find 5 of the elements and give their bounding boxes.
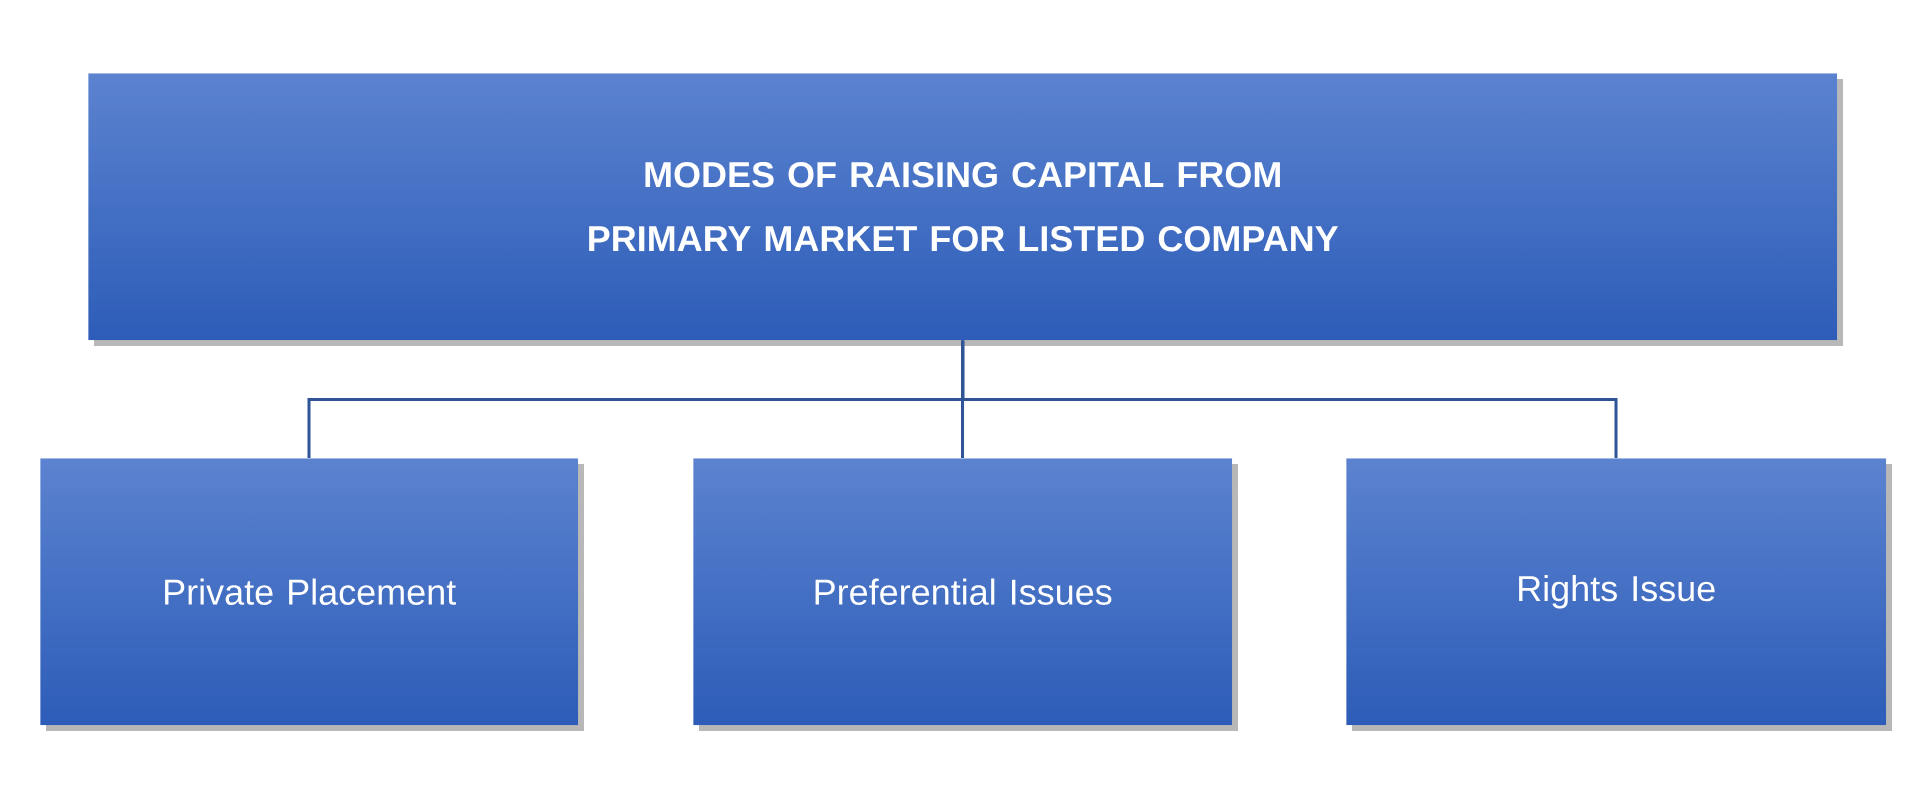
category-box: Rights Issue	[1346, 458, 1892, 731]
connector-line	[961, 340, 1618, 458]
category-box: Private Placement	[40, 458, 584, 731]
category-box: Preferential Issues	[693, 458, 1238, 731]
title-box: MODES OF RAISING CAPITAL FROM PRIMARY MARKET FOR LISTED COMPANY	[88, 73, 1843, 346]
